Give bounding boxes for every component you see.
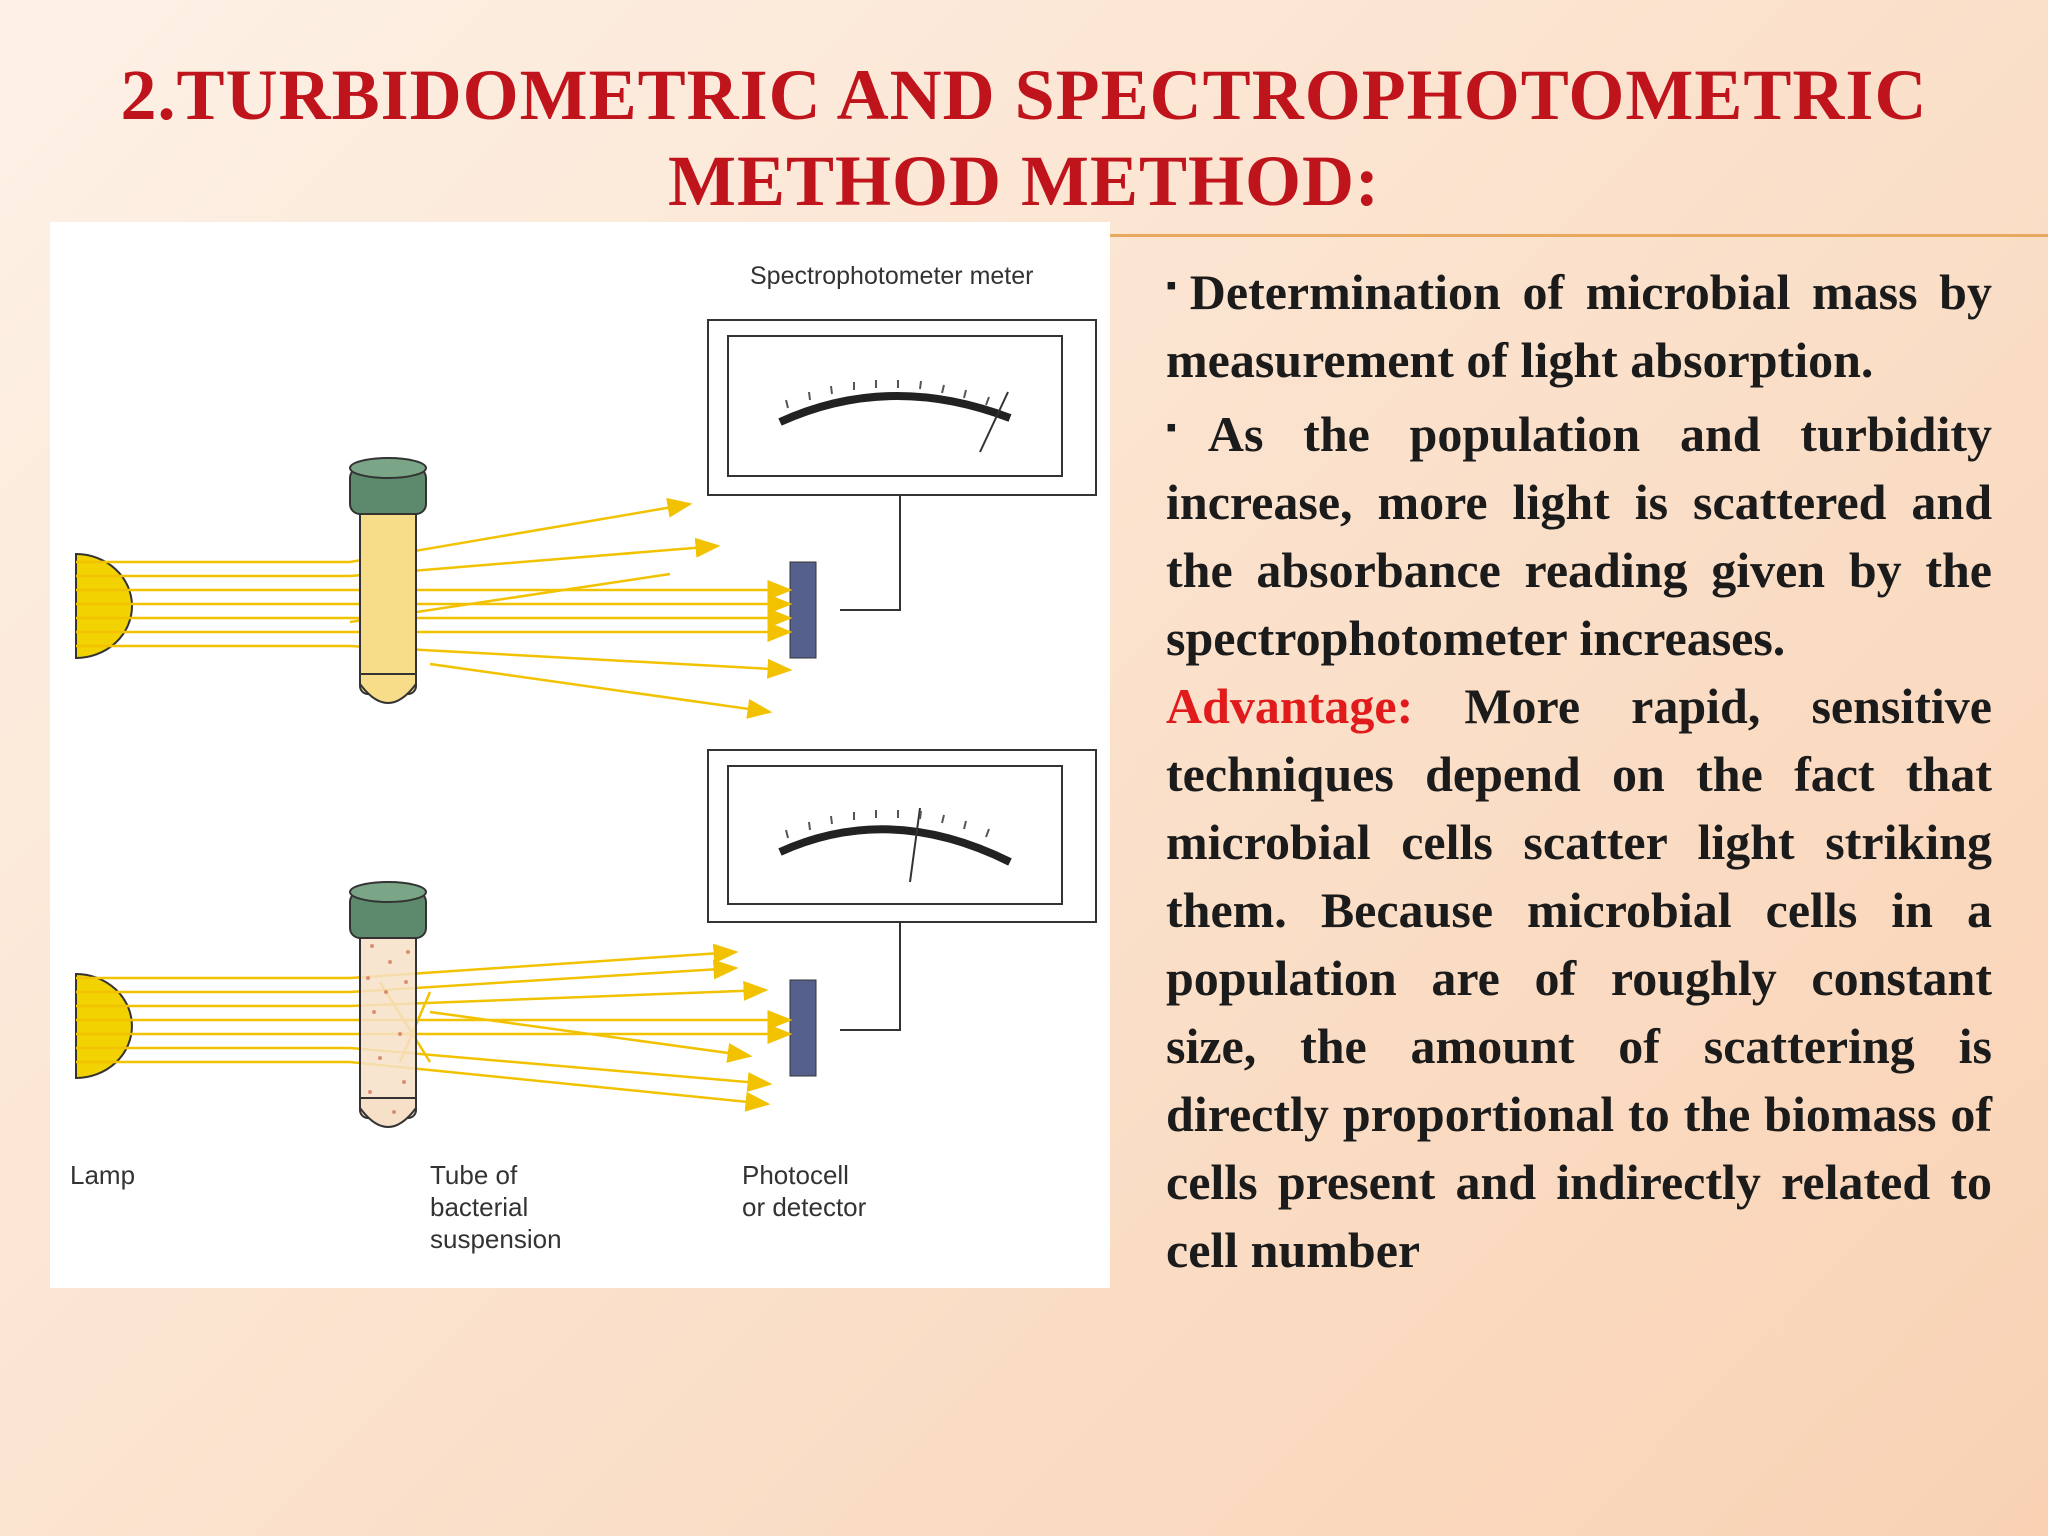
top-lamp — [75, 552, 133, 660]
spectrophotometer-diagram: Spectrophotometer meter — [50, 222, 1110, 1288]
advantage-text: More rapid, sensitive techniques depend … — [1166, 678, 1992, 1278]
tube-label-line-1: Tube of — [430, 1160, 518, 1190]
bottom-meter — [707, 749, 1097, 923]
slide-title: 2.TURBIDOMETRIC AND SPECTROPHOTOMETRIC M… — [0, 52, 2048, 224]
title-line-2: METHOD METHOD: — [668, 141, 1380, 221]
meter-label: Spectrophotometer meter — [750, 262, 1033, 290]
slide-body: ▪Determination of microbial mass by meas… — [1166, 252, 1992, 1284]
bottom-tube — [349, 881, 427, 1128]
bottom-lamp — [75, 972, 133, 1080]
photocell-label-line-2: or detector — [742, 1192, 867, 1222]
top-meter — [707, 319, 1097, 496]
lamp-label: Lamp — [70, 1160, 135, 1190]
bullet-icon: ▪ — [1166, 269, 1186, 302]
top-tube — [349, 457, 427, 704]
title-line-1: 2.TURBIDOMETRIC AND SPECTROPHOTOMETRIC — [120, 55, 1928, 135]
bullet-icon: ▪ — [1166, 411, 1204, 444]
bullet-2: ▪As the population and turbidity increas… — [1166, 394, 1992, 672]
advantage-label: Advantage: — [1166, 678, 1414, 734]
title-divider — [1110, 234, 2048, 237]
bullet-1-text: Determination of microbial mass by measu… — [1166, 264, 1992, 388]
advantage-paragraph: Advantage: More rapid, sensitive techniq… — [1166, 672, 1992, 1284]
bullet-2-text: As the population and turbidity increase… — [1166, 406, 1992, 666]
photocell-label-line-1: Photocell — [742, 1160, 849, 1190]
bullet-1: ▪Determination of microbial mass by meas… — [1166, 252, 1992, 394]
tube-label-line-3: suspension — [430, 1224, 562, 1254]
tube-label-line-2: bacterial — [430, 1192, 528, 1222]
